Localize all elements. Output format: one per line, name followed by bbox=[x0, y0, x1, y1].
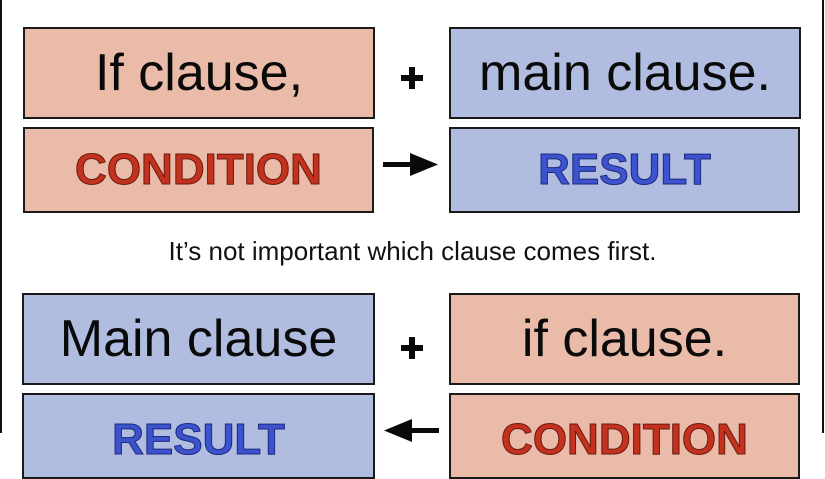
result-box: RESULT bbox=[449, 127, 800, 213]
main-clause-label-bottom: Main clause bbox=[59, 310, 338, 368]
main-clause-box: main clause. bbox=[449, 27, 801, 119]
left-frame-border bbox=[0, 0, 2, 433]
plus-icon bbox=[401, 63, 431, 93]
order-note: It’s not important which clause comes fi… bbox=[168, 236, 657, 266]
condition-box-bottom: CONDITION bbox=[449, 393, 800, 479]
main-clause-box-bottom: Main clause bbox=[22, 293, 375, 385]
result-label-bottom: RESULT bbox=[112, 415, 286, 465]
arrow-left-icon bbox=[384, 419, 439, 442]
if-clause-label-bottom: if clause. bbox=[521, 310, 728, 368]
if-clause-box: If clause, bbox=[23, 27, 375, 119]
result-box-bottom: RESULT bbox=[22, 393, 375, 479]
main-clause-label: main clause. bbox=[479, 44, 771, 102]
condition-box: CONDITION bbox=[23, 127, 374, 213]
arrow-right-icon bbox=[383, 153, 438, 176]
condition-label-bottom: CONDITION bbox=[501, 415, 749, 465]
condition-label: CONDITION bbox=[75, 145, 323, 195]
plus-icon-bottom bbox=[401, 333, 431, 363]
if-clause-box-bottom: if clause. bbox=[449, 293, 800, 385]
right-frame-border bbox=[822, 0, 824, 433]
if-clause-label: If clause, bbox=[94, 44, 304, 102]
result-label: RESULT bbox=[538, 145, 712, 195]
